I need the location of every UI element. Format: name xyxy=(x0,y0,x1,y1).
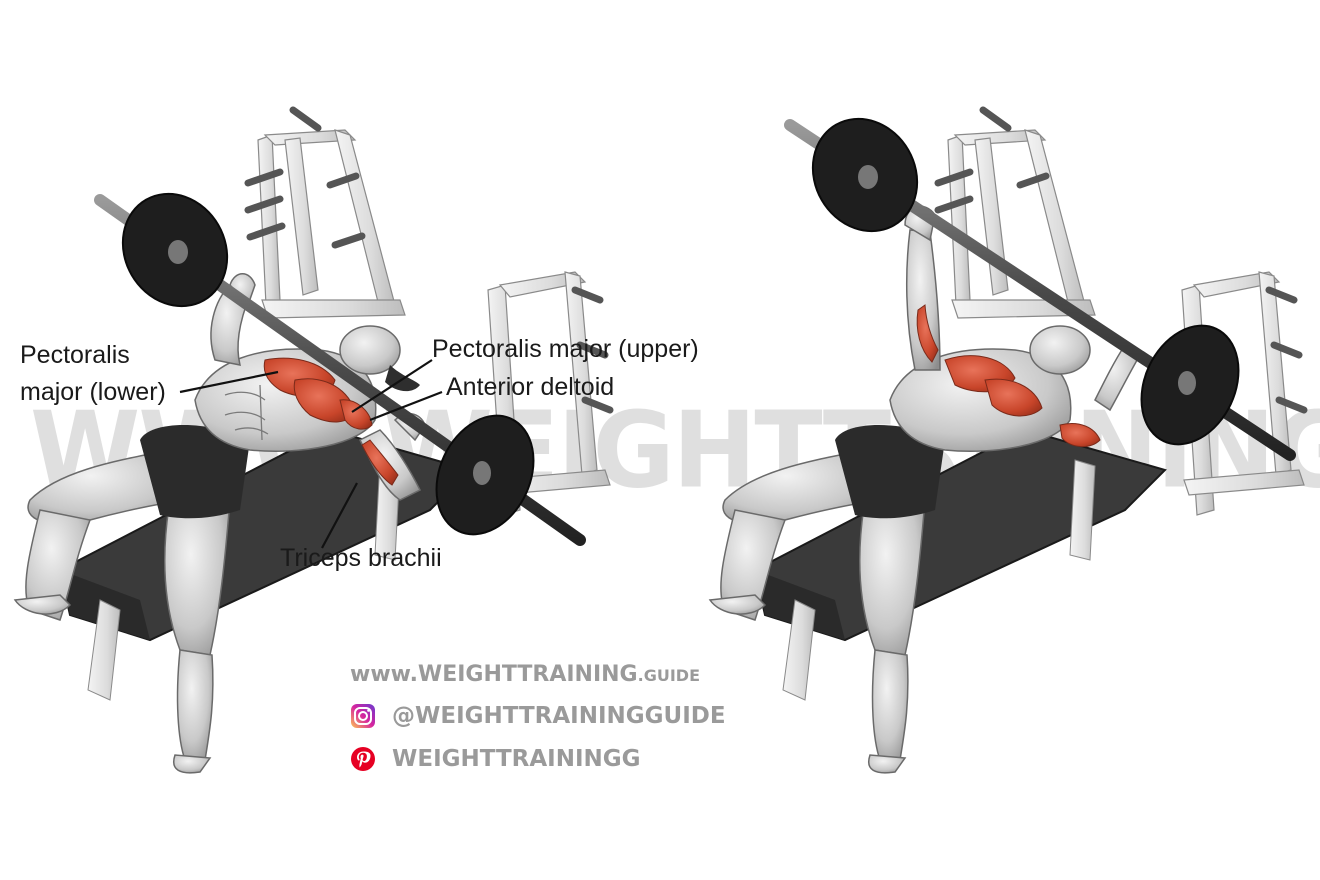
left-figure xyxy=(13,106,614,774)
website-main-text: www.WEIGHTTRAINING xyxy=(350,662,638,687)
left-pec-upper xyxy=(293,378,356,423)
label-anterior-deltoid: Anterior deltoid xyxy=(446,373,615,401)
left-deltoid xyxy=(339,399,373,430)
instagram-icon xyxy=(351,704,375,728)
left-barbell xyxy=(94,192,586,546)
label-pec-lower-line1: Pectoralis xyxy=(20,341,130,369)
website-watermark: www.WEIGHTTRAINING.GUIDE xyxy=(350,662,700,687)
label-pec-lower-line2: major (lower) xyxy=(20,378,166,406)
left-rack-back xyxy=(257,129,406,319)
pinterest-handle: WEIGHTTRAININGG xyxy=(392,746,641,772)
left-rack-pegs xyxy=(244,106,366,249)
pinterest-icon xyxy=(351,747,375,771)
left-shorts xyxy=(140,425,250,519)
right-figure xyxy=(708,106,1308,774)
right-pec-upper xyxy=(984,378,1043,417)
website-suffix-text: .GUIDE xyxy=(637,666,700,685)
left-legs xyxy=(13,449,231,774)
left-triceps xyxy=(361,439,399,486)
label-triceps: Triceps brachii xyxy=(280,544,442,572)
label-pec-upper: Pectoralis major (upper) xyxy=(432,335,699,363)
instagram-handle: @WEIGHTTRAININGGUIDE xyxy=(392,703,726,729)
